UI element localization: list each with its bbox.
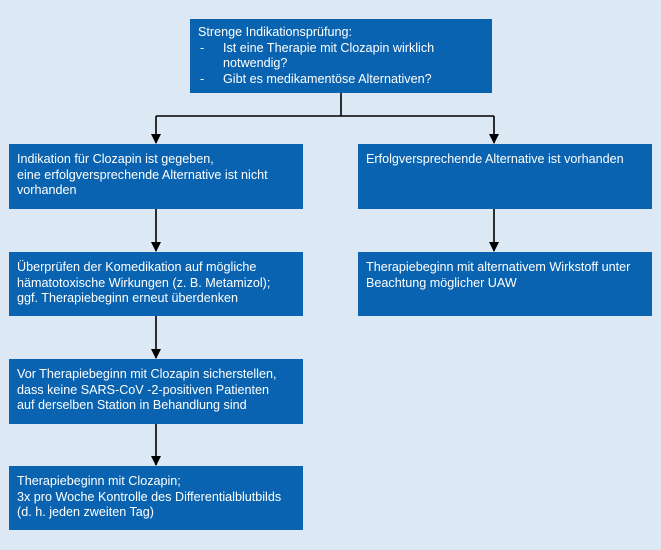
indication-given-box: Indikation für Clozapin ist gegeben, ein… <box>9 144 303 209</box>
clozapin-start-line-3: (d. h. jeden zweiten Tag) <box>17 505 154 519</box>
clozapin-start-box: Therapiebeginn mit Clozapin; 3x pro Woch… <box>9 466 303 530</box>
sars-cov-2-check-box: Vor Therapiebeginn mit Clozapin sicherst… <box>9 359 303 424</box>
comedication-check-line-2: hämatotoxische Wirkungen (z. B. Metamizo… <box>17 275 271 290</box>
sars-cov-2-check-line-1: Vor Therapiebeginn mit Clozapin sicherst… <box>17 367 277 381</box>
sars-cov-2-check-line-2: dass keine SARS-CoV -2-positiven Patient… <box>17 382 270 397</box>
strict-indication-check-heading: Strenge Indikationsprüfung: <box>198 25 353 39</box>
alternative-available-line-1: Erfolgversprechende Alternative ist vorh… <box>366 152 624 166</box>
indication-question-alternatives: Gibt es medikamentöse Alternativen? <box>198 72 484 88</box>
alternative-therapy-box: Therapiebeginn mit alternativem Wirkstof… <box>358 252 652 316</box>
indication-question-therapy-necessary: Ist eine Therapie mit Clozapin wirklich … <box>198 41 484 72</box>
clozapin-start-line-2: 3x pro Woche Kontrolle des Differentialb… <box>17 489 282 504</box>
alternative-therapy-line-1: Therapiebeginn mit alternativem Wirkstof… <box>366 260 631 274</box>
alternative-therapy-line-2: Beachtung möglicher UAW <box>366 275 517 290</box>
comedication-check-line-3: ggf. Therapiebeginn erneut überdenken <box>17 291 239 305</box>
alternative-available-box: Erfolgversprechende Alternative ist vorh… <box>358 144 652 209</box>
indication-given-line-1: Indikation für Clozapin ist gegeben, <box>17 152 214 166</box>
comedication-check-line-1: Überprüfen der Komedikation auf mögliche <box>17 260 257 274</box>
clozapin-start-line-1: Therapiebeginn mit Clozapin; <box>17 474 181 488</box>
comedication-check-box: Überprüfen der Komedikation auf mögliche… <box>9 252 303 316</box>
strict-indication-check-box: Strenge Indikationsprüfung: Ist eine The… <box>190 19 492 93</box>
sars-cov-2-check-line-3: auf derselben Station in Behandlung sind <box>17 398 247 412</box>
indication-given-line-3: vorhanden <box>17 183 77 197</box>
indication-given-line-2: eine erfolgversprechende Alternative ist… <box>17 167 268 182</box>
